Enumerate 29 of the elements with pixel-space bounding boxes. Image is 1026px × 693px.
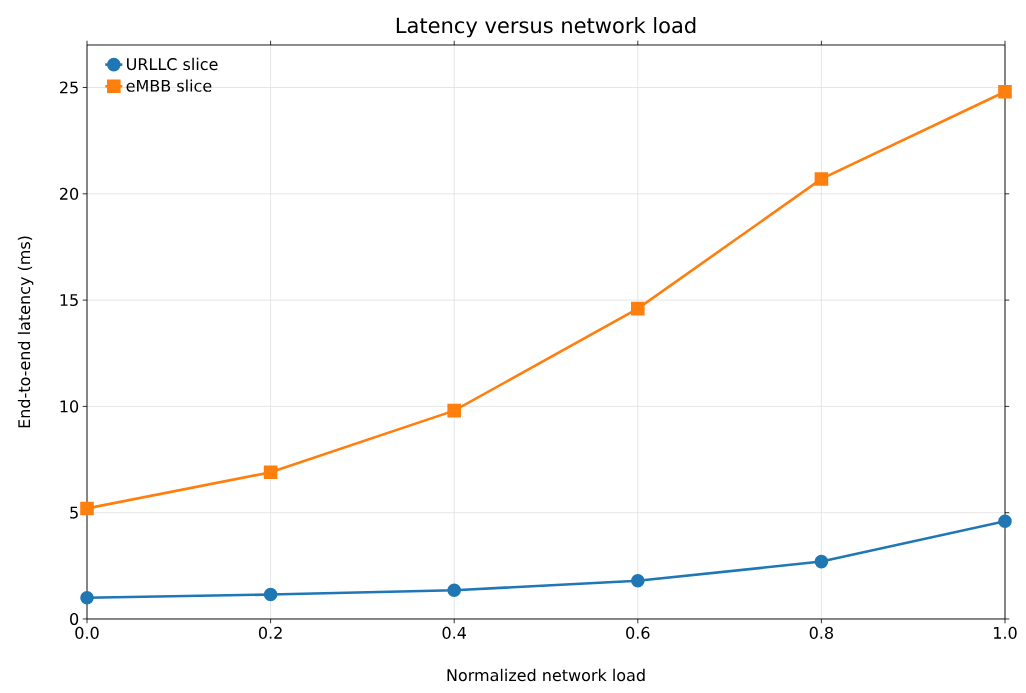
x-tick-label: 0.0 <box>75 626 99 639</box>
y-tick-label: 0 <box>70 612 79 626</box>
point <box>263 465 278 480</box>
point <box>631 301 645 316</box>
point <box>447 583 462 598</box>
point <box>263 587 278 602</box>
point <box>447 403 462 418</box>
point <box>80 501 94 516</box>
line-chart: 0.0 0.2 0.4 0.6 0.8 1.0 0 5 10 15 20 25 URLLC slice eMBB slice <box>60 40 1017 639</box>
axis-title: End-to-end latency (ms) <box>17 236 34 428</box>
y-tick-label: 10 <box>60 400 79 413</box>
x-tick-label: 1.0 <box>994 626 1017 639</box>
legend-label: URLLC slice <box>127 57 218 71</box>
x-tick-label: 0.6 <box>626 626 650 639</box>
x-tick-label: 0.2 <box>258 626 282 639</box>
y-tick-label: 25 <box>60 81 78 94</box>
y-tick-label: 20 <box>60 187 79 200</box>
legend-label: eMBB slice <box>126 79 212 92</box>
y-tick-label: 15 <box>60 294 78 307</box>
chart-title: Latency versus network load <box>396 17 696 38</box>
point <box>814 554 829 569</box>
point <box>631 573 645 588</box>
x-tick-label: 0.4 <box>442 626 467 639</box>
point <box>998 84 1012 99</box>
point <box>814 172 829 186</box>
y-tick-label: 5 <box>70 506 78 519</box>
point <box>80 590 94 605</box>
axis-title: Normalized network load <box>447 668 645 682</box>
x-tick-label: 0.8 <box>809 626 834 639</box>
